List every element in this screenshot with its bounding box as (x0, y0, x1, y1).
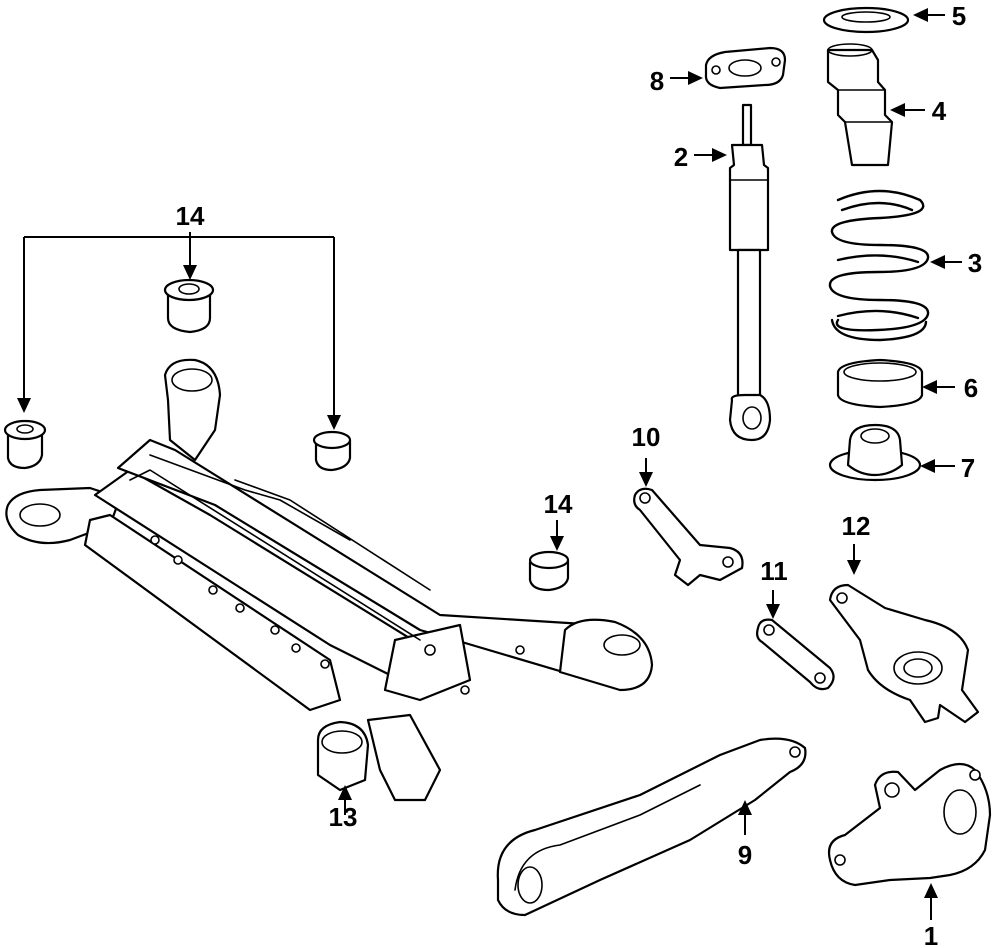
upper-control-arm[interactable] (633, 487, 744, 587)
subframe-bushing-right[interactable] (312, 430, 352, 472)
callout-12: 12 (842, 511, 871, 541)
trailing-arm[interactable] (496, 737, 807, 917)
spring-lower-isolator[interactable] (836, 358, 924, 409)
subframe-bushing-mid[interactable] (528, 550, 570, 592)
coil-spring[interactable] (828, 189, 930, 342)
spring-upper-seat[interactable] (822, 6, 910, 34)
callout-4: 4 (932, 96, 947, 126)
callout-10: 10 (632, 422, 661, 452)
callout-9: 9 (738, 840, 752, 870)
lower-control-arm[interactable] (828, 583, 980, 724)
crossmember-subframe[interactable] (5, 358, 654, 802)
callout-5: 5 (952, 1, 966, 31)
callout-11: 11 (760, 556, 788, 586)
callout-8: 8 (650, 66, 664, 96)
callout-13: 13 (329, 802, 358, 832)
callout-1: 1 (924, 921, 938, 948)
subframe-bushing-left[interactable] (3, 419, 47, 470)
callout-14-mid: 14 (544, 489, 573, 519)
callout-labels: 1 2 3 4 5 6 7 8 9 10 11 12 13 14 14 (176, 1, 983, 948)
spring-lower-seat[interactable] (828, 423, 922, 482)
callout-2: 2 (674, 142, 688, 172)
rear-knuckle[interactable] (827, 762, 992, 887)
toe-link[interactable] (756, 618, 835, 691)
subframe-bushing-top[interactable] (163, 278, 215, 334)
leader-lines (17, 8, 962, 920)
callout-6: 6 (964, 373, 978, 403)
bump-stop[interactable] (826, 43, 894, 167)
callout-7: 7 (961, 453, 975, 483)
callout-14-top: 14 (176, 201, 205, 231)
upper-mount[interactable] (704, 46, 787, 90)
callout-3: 3 (968, 248, 982, 278)
shock-absorber[interactable] (728, 103, 772, 442)
